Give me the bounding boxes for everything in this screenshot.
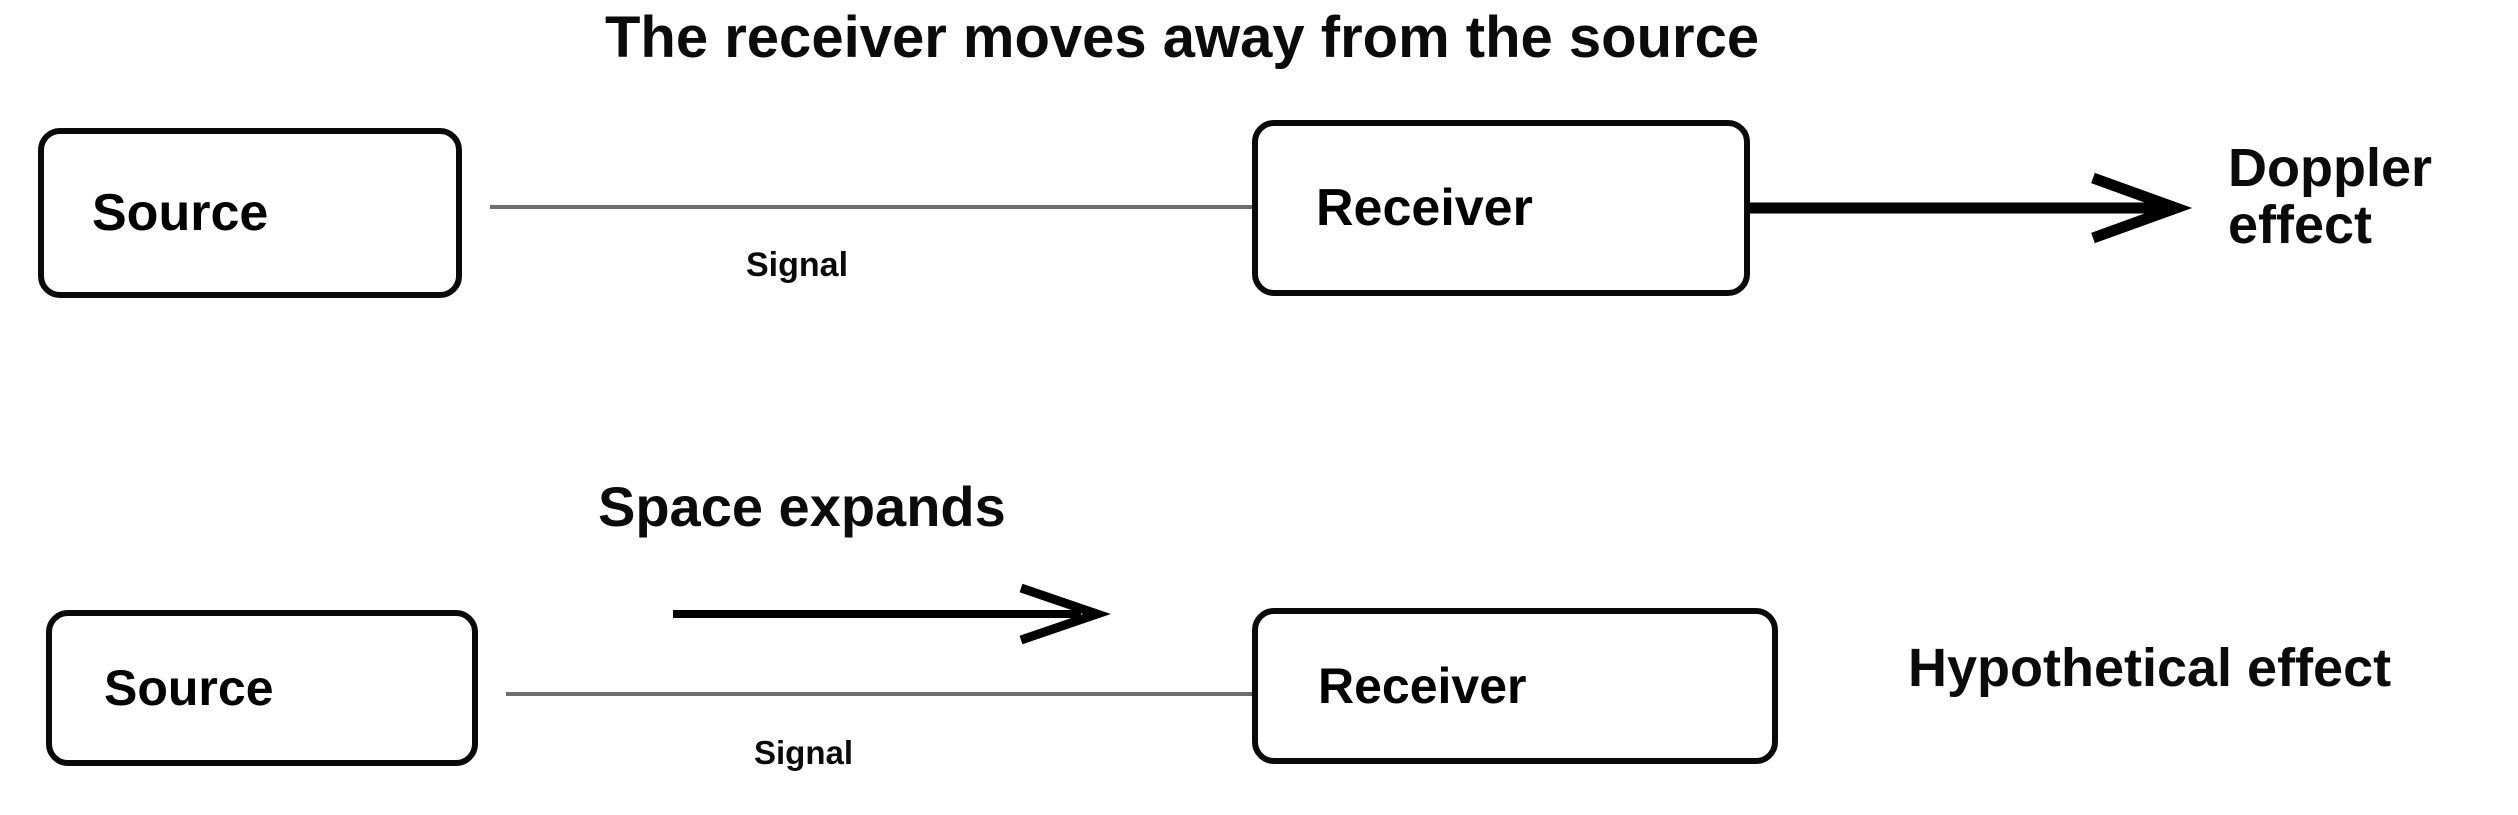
row2-receiver-label: Receiver	[1318, 658, 1527, 714]
row2-signal-line	[506, 692, 1254, 696]
row2-source-label: Source	[104, 660, 274, 716]
row1-receiver-box[interactable]: Receiver	[1252, 120, 1750, 296]
row2-signal-label: Signal	[754, 734, 854, 771]
row2-source-box[interactable]: Source	[46, 610, 478, 766]
space-expansion-arrow	[673, 583, 1111, 645]
row1-signal-label: Signal	[746, 246, 849, 284]
row2-receiver-box[interactable]: Receiver	[1252, 608, 1778, 764]
row1-source-box[interactable]: Source	[38, 128, 462, 298]
row2-effect-label: Hypothetical effect	[1908, 638, 2392, 698]
row1-source-label: Source	[92, 184, 269, 242]
row1-receiver-label: Receiver	[1316, 179, 1533, 237]
receiver-motion-arrow	[1748, 172, 2193, 244]
row1-effect-label: Doppler effect	[2228, 138, 2433, 256]
row2-heading: Space expands	[598, 475, 1006, 538]
row1-heading: The receiver moves away from the source	[605, 5, 1760, 70]
row1-signal-line	[490, 205, 1252, 209]
